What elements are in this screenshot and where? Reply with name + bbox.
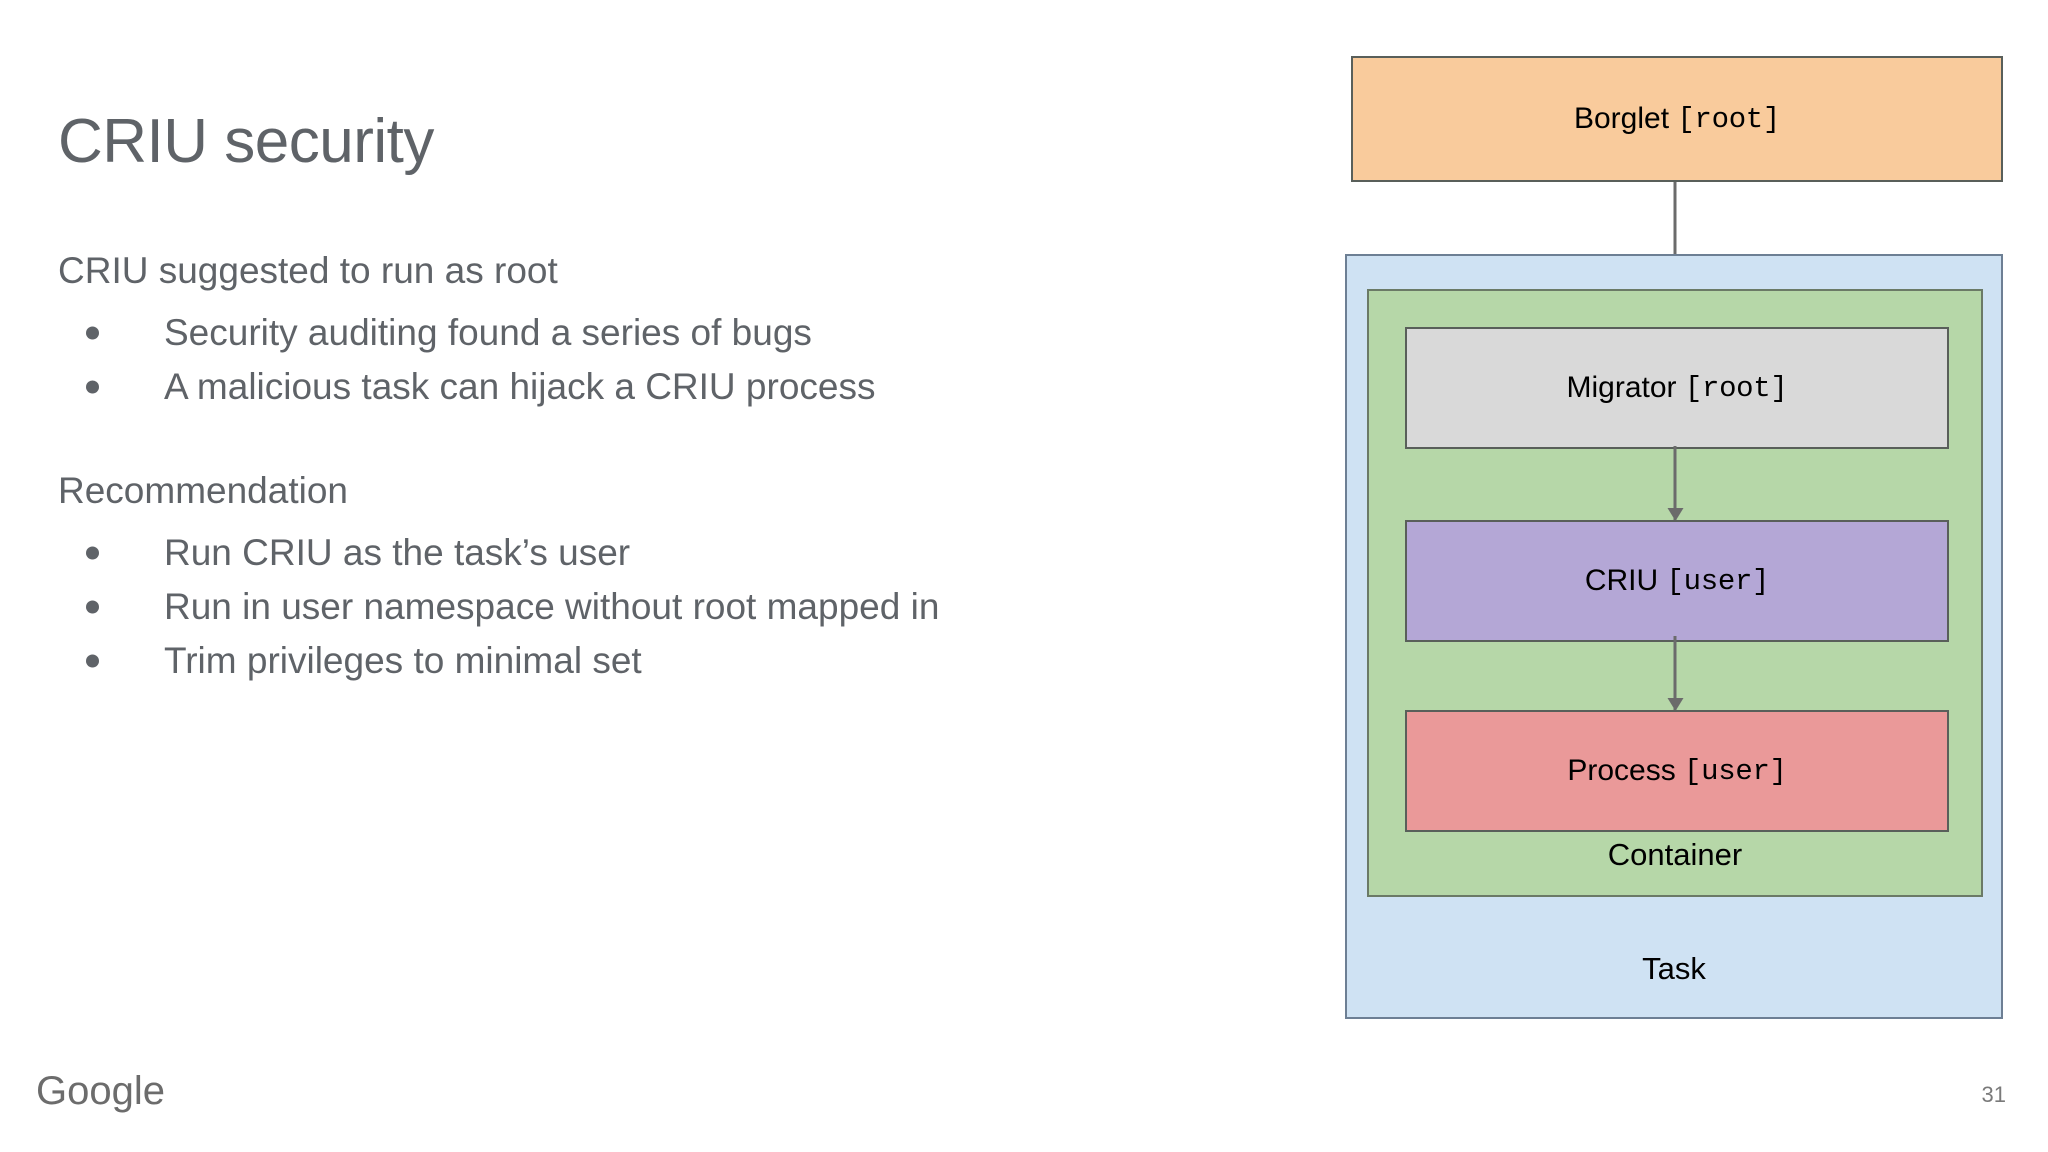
criu-user: [user] [1666, 564, 1770, 598]
diagram-node-borglet: Borglet [root] [1351, 56, 2003, 182]
architecture-diagram: Borglet [root] Migrator [root] CRIU [use… [1345, 56, 2005, 1066]
google-logo: Google [36, 1069, 165, 1113]
bullet-dot-icon [86, 326, 99, 340]
migrator-user: [root] [1684, 371, 1788, 405]
list-item-label: Trim privileges to minimal set [164, 639, 642, 681]
migrator-name: Migrator [1566, 371, 1677, 404]
diagram-group-container: Migrator [root] CRIU [user] Process [use… [1367, 289, 1983, 897]
left-content-column: CRIU security CRIU suggested to run as r… [58, 107, 940, 738]
section-heading: Recommendation [58, 469, 348, 511]
diagram-group-task: Migrator [root] CRIU [user] Process [use… [1345, 254, 2003, 1019]
process-name: Process [1567, 754, 1676, 787]
list-item: Security auditing found a series of bugs [58, 306, 938, 360]
slide-number: 31 [1981, 1082, 2006, 1107]
list-item: Run CRIU as the task’s user [58, 526, 938, 580]
bullet-list: Run CRIU as the task’s user Run in user … [58, 526, 940, 688]
criu-name: CRIU [1584, 564, 1659, 597]
bullet-dot-icon [86, 546, 99, 559]
list-item-label: A malicious task can hijack a CRIU proce… [164, 365, 876, 407]
diagram-node-process: Process [user] [1405, 710, 1949, 832]
list-item-label: Run in user namespace without root mappe… [164, 585, 940, 627]
borglet-user: [root] [1677, 102, 1781, 136]
process-user: [user] [1684, 754, 1787, 788]
list-item: Trim privileges to minimal set [58, 634, 938, 688]
page-title: CRIU security [58, 107, 434, 176]
diagram-node-criu: CRIU [user] [1405, 520, 1949, 642]
task-group-label: Task [1642, 951, 1706, 986]
section-heading: CRIU suggested to run as root [58, 250, 558, 292]
bullet-dot-icon [86, 654, 99, 668]
arrow-criu-to-process [1673, 636, 1677, 710]
diagram-node-migrator: Migrator [root] [1405, 327, 1949, 449]
list-item: Run in user namespace without root mappe… [58, 580, 940, 634]
borglet-name: Borglet [1573, 102, 1670, 135]
section-criu-suggested: CRIU suggested to run as root Security a… [58, 244, 938, 414]
bullet-list: Security auditing found a series of bugs… [58, 306, 938, 414]
bullet-dot-icon [86, 380, 99, 394]
list-item-label: Run CRIU as the task’s user [164, 531, 631, 573]
list-item-label: Security auditing found a series of bugs [164, 311, 812, 353]
section-recommendation: Recommendation Run CRIU as the task’s us… [58, 464, 940, 688]
arrow-migrator-to-criu [1673, 446, 1677, 520]
bullet-dot-icon [86, 600, 99, 614]
container-group-label: Container [1607, 837, 1743, 872]
list-item: A malicious task can hijack a CRIU proce… [58, 360, 938, 414]
